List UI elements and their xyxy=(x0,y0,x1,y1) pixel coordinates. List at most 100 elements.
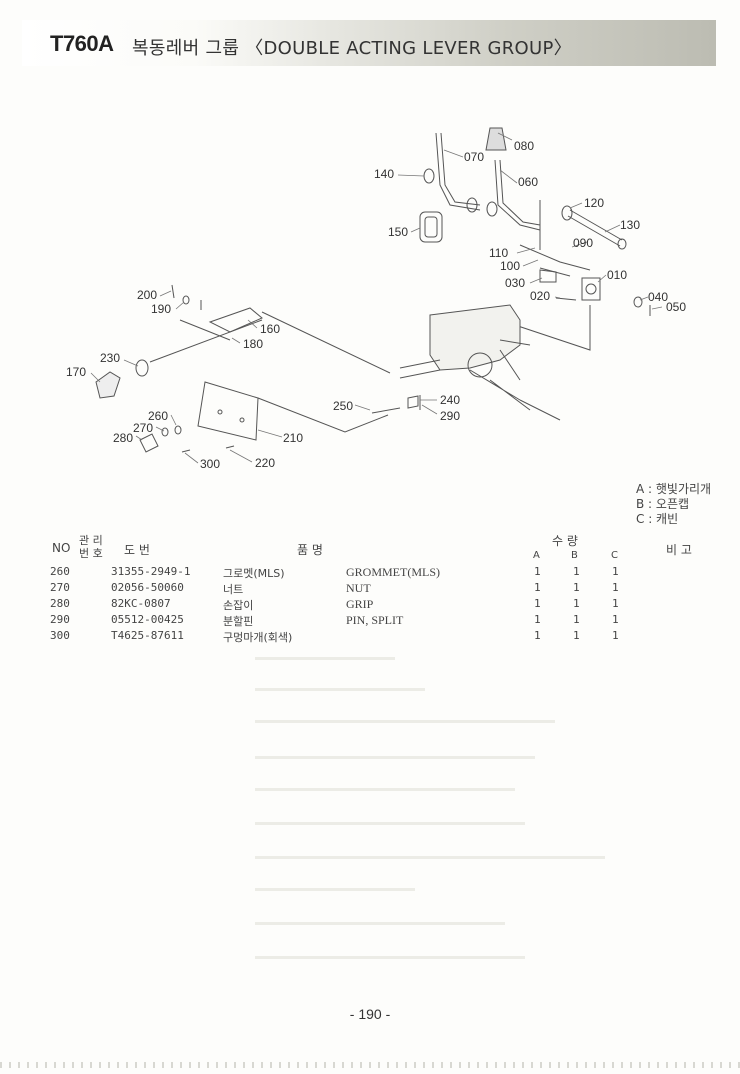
washer-190 xyxy=(182,295,190,305)
valve-body xyxy=(429,304,521,371)
row-drawing-no: 31355-2949-1 xyxy=(111,565,191,578)
bleed-line xyxy=(255,856,605,859)
callout-020: 020 xyxy=(530,289,550,303)
bleed-line xyxy=(255,756,535,759)
row-qty-c: 1 xyxy=(612,581,619,594)
bolt-220 xyxy=(225,445,235,449)
row-qty-b: 1 xyxy=(573,613,580,626)
header-qty-c: C xyxy=(611,550,618,561)
row-qty-b: 1 xyxy=(573,565,580,578)
callout-150: 150 xyxy=(388,225,408,239)
bleed-line xyxy=(255,822,525,825)
callout-290: 290 xyxy=(440,409,460,423)
row-qty-c: 1 xyxy=(612,613,619,626)
row-drawing-no: 02056-50060 xyxy=(111,581,184,594)
legend-a: A : 햇빛가리개 xyxy=(636,482,712,496)
legend-c: C : 캐빈 xyxy=(636,512,679,526)
header-mgmt-bottom: 번 호 xyxy=(79,547,103,560)
washer-040 xyxy=(633,296,643,308)
table-row: 280 82KC-0807 손잡이 GRIP 1 1 1 xyxy=(0,597,740,613)
bleed-line xyxy=(255,720,555,723)
pin-020 xyxy=(555,297,577,301)
block-010-hole xyxy=(585,283,597,295)
row-no: 290 xyxy=(50,613,70,626)
callout-230: 230 xyxy=(100,351,120,365)
scan-edge xyxy=(0,1062,740,1068)
callout-270: 270 xyxy=(133,421,153,435)
row-qty-b: 1 xyxy=(573,629,580,642)
leader-lines xyxy=(90,132,663,464)
pin-130 xyxy=(567,209,623,247)
row-no: 270 xyxy=(50,581,70,594)
lever-160 xyxy=(208,307,263,333)
callout-130: 130 xyxy=(620,218,640,232)
bushing-b xyxy=(486,201,498,217)
row-name-en: PIN, SPLIT xyxy=(346,613,404,627)
callout-070: 070 xyxy=(464,150,484,164)
link-030 xyxy=(539,269,557,283)
row-no: 280 xyxy=(50,597,70,610)
plate-210-lines xyxy=(257,397,389,433)
row-qty-c: 1 xyxy=(612,597,619,610)
lever-060 xyxy=(494,159,541,231)
grommet-260 xyxy=(174,425,182,435)
page-header: T760A 복동레버 그룹 〈DOUBLE ACTING LEVER GROUP… xyxy=(22,20,716,66)
boot-150-inner xyxy=(424,216,438,238)
row-drawing-no: 82KC-0807 xyxy=(111,597,171,610)
header-qty-a: A xyxy=(533,550,540,561)
callout-080: 080 xyxy=(514,139,534,153)
bleed-line xyxy=(255,888,415,891)
callout-240: 240 xyxy=(440,393,460,407)
callout-140: 140 xyxy=(374,167,394,181)
header-no: NO xyxy=(52,541,71,555)
row-name-en: GRIP xyxy=(346,597,374,611)
row-qty-b: 1 xyxy=(573,581,580,594)
row-name-kr: 손잡이 xyxy=(223,599,254,612)
legend-b: B : 오픈캡 xyxy=(636,497,690,511)
bleed-line xyxy=(255,657,395,660)
row-drawing-no: 05512-00425 xyxy=(111,613,184,626)
guide-lines xyxy=(179,200,591,374)
callout-260: 260 xyxy=(148,409,168,423)
row-drawing-no: T4625-87611 xyxy=(111,629,184,642)
row-qty-c: 1 xyxy=(612,629,619,642)
bleed-line xyxy=(255,922,505,925)
nut-270 xyxy=(161,427,169,437)
plate-210 xyxy=(197,381,259,441)
row-qty-b: 1 xyxy=(573,597,580,610)
row-name-en: NUT xyxy=(346,581,371,595)
callout-010: 010 xyxy=(607,268,627,282)
plug-300 xyxy=(181,449,191,453)
block-010 xyxy=(581,277,601,301)
washer-230 xyxy=(135,359,149,377)
callout-180: 180 xyxy=(243,337,263,351)
header-qty-b: B xyxy=(571,550,578,561)
bushing-a xyxy=(466,197,478,213)
pin-250 xyxy=(371,407,401,414)
grip-280 xyxy=(139,433,159,453)
washer-140 xyxy=(423,168,435,184)
plate-210-hole-1 xyxy=(217,409,223,415)
bleed-line xyxy=(255,688,425,691)
callout-250: 250 xyxy=(333,399,353,413)
callout-040: 040 xyxy=(648,290,668,304)
row-name-kr: 그로멧(MLS) xyxy=(223,567,285,580)
row-qty-a: 1 xyxy=(534,613,541,626)
header-quantity: 수 량 xyxy=(552,534,578,548)
callout-280: 280 xyxy=(113,431,133,445)
page-number: - 190 - xyxy=(349,1006,391,1022)
row-qty-c: 1 xyxy=(612,565,619,578)
callout-050: 050 xyxy=(666,300,686,314)
callout-120: 120 xyxy=(584,196,604,210)
callout-300: 300 xyxy=(200,457,220,471)
row-qty-a: 1 xyxy=(534,629,541,642)
valve-lines xyxy=(499,339,561,421)
callout-220: 220 xyxy=(255,456,275,470)
header-mgmt-top: 관 리 xyxy=(79,534,103,547)
valve-spools xyxy=(399,359,531,411)
callout-160: 160 xyxy=(260,322,280,336)
callout-110: 110 xyxy=(489,246,508,260)
boot-150 xyxy=(419,211,443,243)
row-qty-a: 1 xyxy=(534,565,541,578)
